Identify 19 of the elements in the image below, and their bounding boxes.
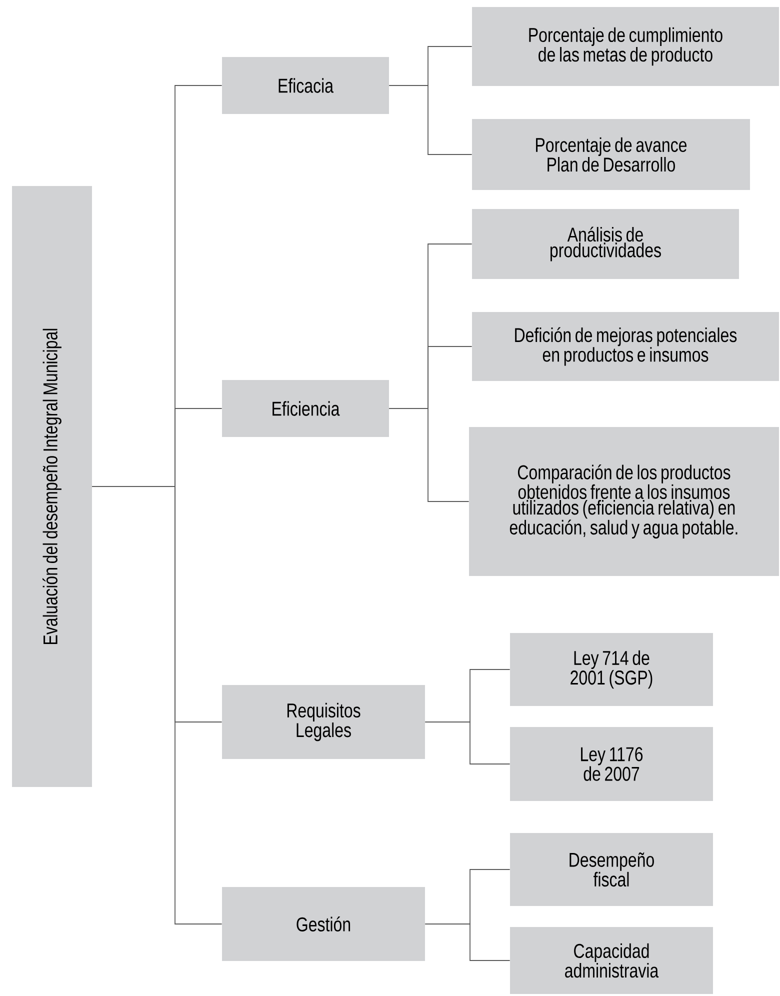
category-box: Requisitos Legales [222, 685, 425, 759]
indicator-box: Análisis de productividades [472, 209, 739, 279]
connector [424, 924, 510, 961]
connector [388, 85, 472, 155]
indicator-box: Defición de mejoras potenciales en productos e insumos [472, 312, 779, 381]
category-box: Eficiencia [222, 380, 389, 437]
root-box: Evaluación del desempeño Integral Municipal [12, 186, 92, 787]
indicator-box: Porcentaje de cumplimiento de las metas de producto [472, 7, 779, 86]
indicator-box: Comparación de los productos obtenidos frente a los insumos utilizados (eficiencia relativa) en educación, salud y agua potable. [469, 427, 779, 576]
category-box: Eficacia [222, 57, 389, 114]
connector [388, 408, 470, 502]
indicator-box: Ley 1176 de 2007 [510, 727, 713, 801]
connector [424, 722, 510, 764]
indicator-box: Desempeño fiscal [510, 833, 713, 906]
indicator-box: Capacidad administravia [510, 927, 713, 994]
connector [92, 486, 222, 924]
category-box: Gestión [222, 887, 425, 961]
indicator-box: Ley 714 de 2001 (SGP) [510, 633, 713, 706]
indicator-box: Porcentaje de avance Plan de Desarrollo [472, 119, 750, 190]
